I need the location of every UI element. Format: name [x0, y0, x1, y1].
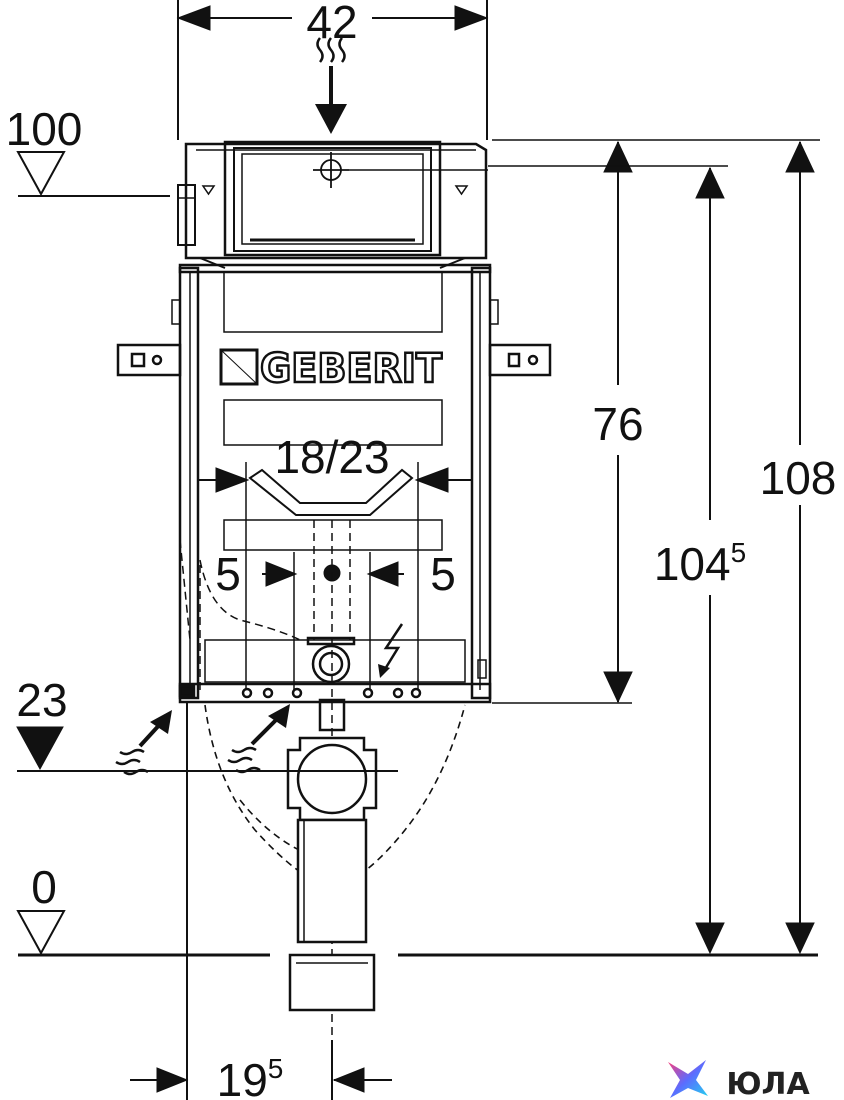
- dimension-height-108: [785, 140, 815, 955]
- dimension-height-1045: [488, 165, 728, 955]
- water-supply-center-icon: [227, 704, 290, 774]
- drain-pipe: [286, 698, 378, 1012]
- height-1045-base: 104: [654, 538, 731, 590]
- electrical-icon: [378, 623, 404, 678]
- cistern: [177, 140, 488, 260]
- drain-connection: [178, 636, 422, 699]
- level-marker-0: [16, 910, 818, 957]
- level-0-label: 0: [31, 861, 57, 913]
- width-label: 42: [306, 0, 357, 48]
- level-100-label: 100: [6, 103, 83, 155]
- brand-text: GEBERIT: [260, 346, 443, 392]
- dimension-depth-195: [130, 702, 392, 1100]
- offset-left-label: 5: [215, 548, 241, 600]
- flush-pipe-label: 18/23: [274, 431, 389, 483]
- height-76-label: 76: [592, 398, 643, 450]
- level-marker-23: [16, 726, 398, 772]
- yula-text: ЮЛА: [726, 1067, 810, 1100]
- yula-watermark: ЮЛА: [668, 1060, 810, 1100]
- water-supply-left-icon: [115, 710, 172, 776]
- height-1045-sup: 5: [731, 537, 747, 568]
- dimension-height-76: [492, 139, 820, 704]
- height-1045-label: 1045: [654, 537, 746, 590]
- level-23-label: 23: [16, 674, 67, 726]
- right-wall-bracket: [488, 343, 552, 377]
- dimension-offsets: [262, 552, 404, 690]
- depth-195-base: 19: [217, 1054, 268, 1100]
- left-wall-bracket: [116, 343, 182, 377]
- actuator-crosshair-icon: [313, 152, 488, 188]
- geberit-logo: GEBERIT: [219, 345, 444, 393]
- dimension-flush-pipe: [198, 462, 472, 690]
- water-supply-top-icon: [315, 37, 347, 134]
- dimension-width-42: [176, 0, 489, 140]
- yula-logo-icon: [668, 1060, 708, 1098]
- offset-right-label: 5: [430, 548, 456, 600]
- depth-195-label: 195: [217, 1053, 284, 1100]
- level-marker-100: [16, 151, 170, 197]
- height-108-label: 108: [760, 452, 837, 504]
- depth-195-sup: 5: [268, 1053, 284, 1084]
